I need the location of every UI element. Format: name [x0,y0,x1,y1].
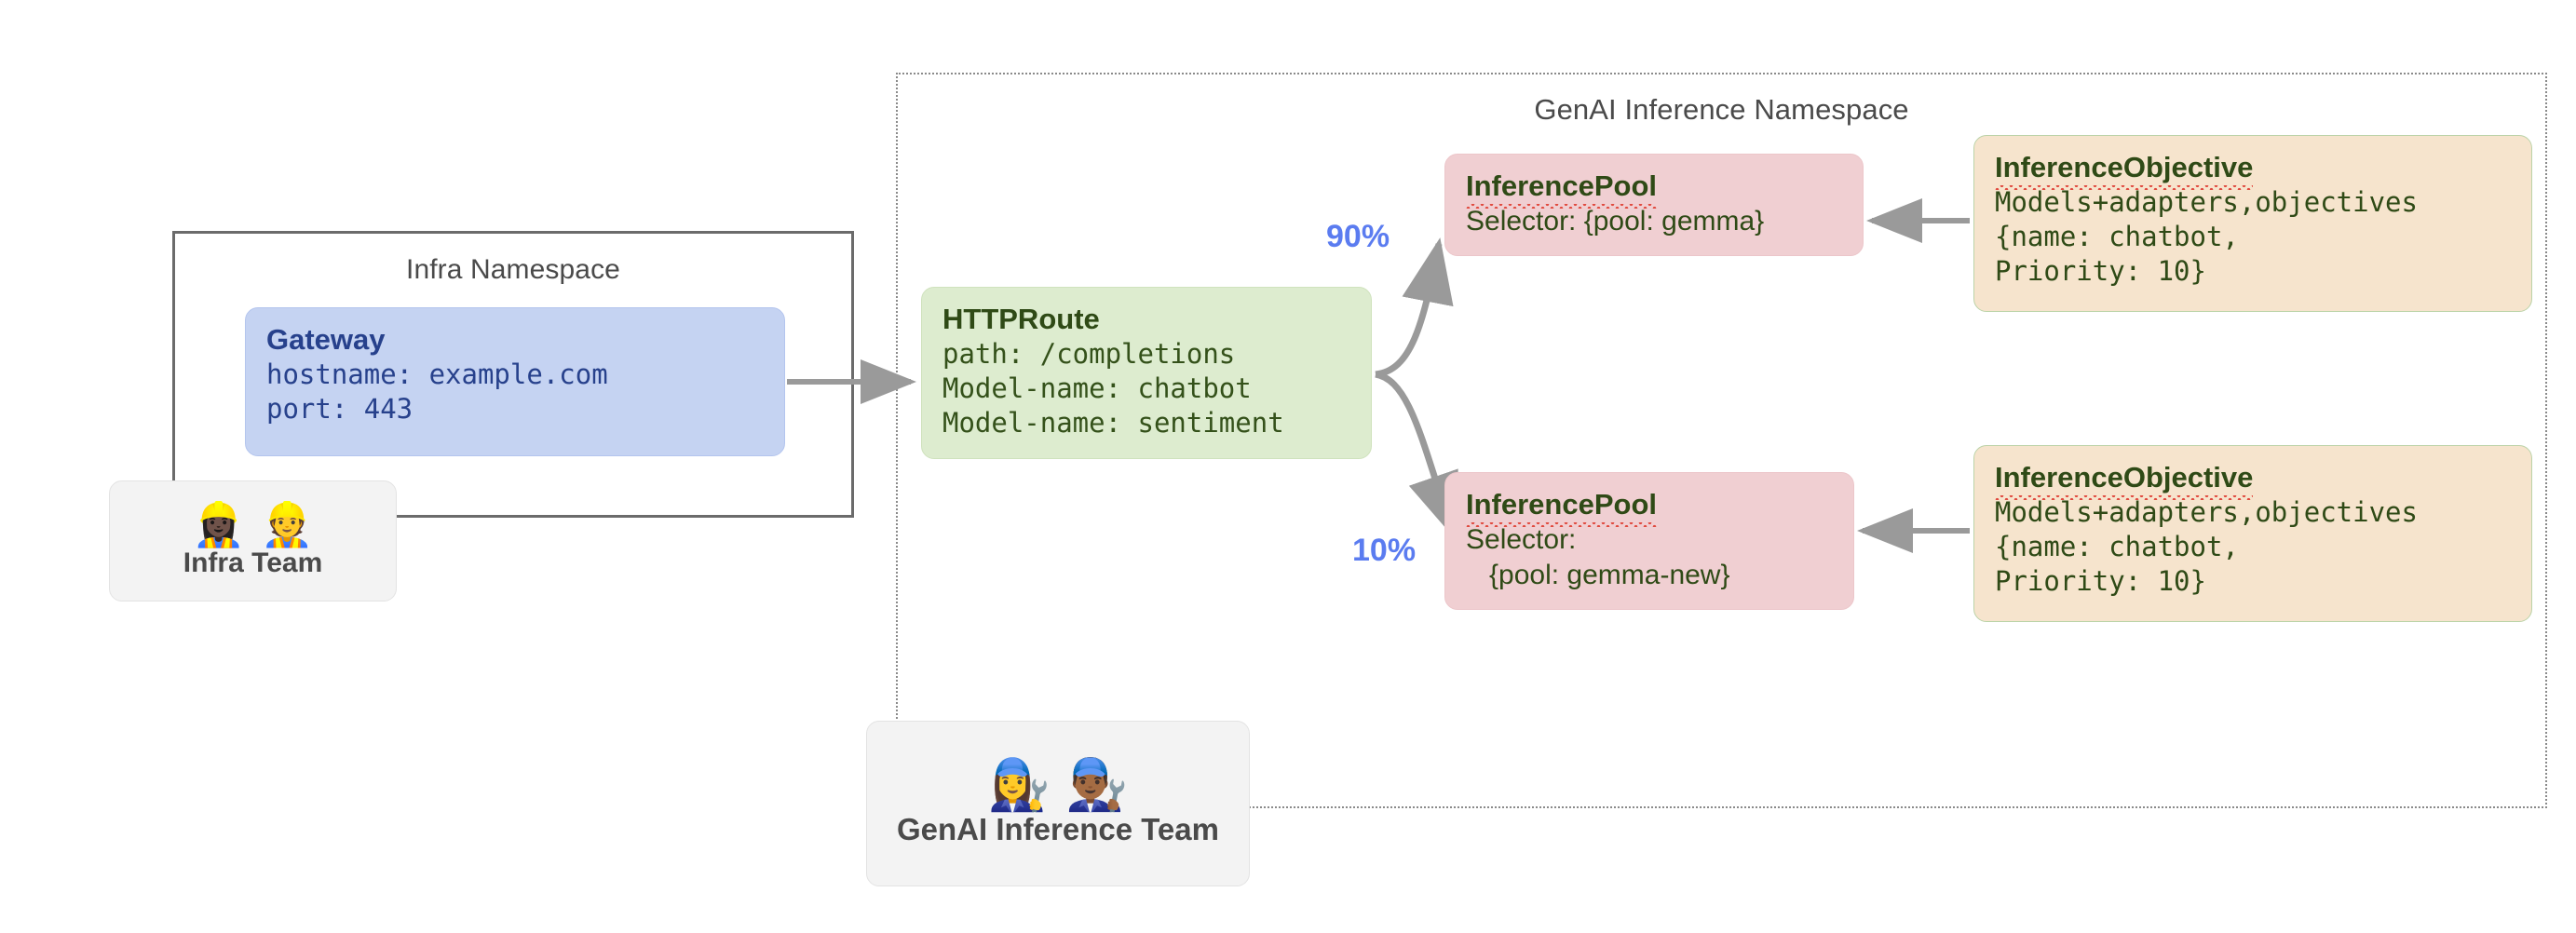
edge-label-90-percent: 90% [1326,219,1390,254]
node-inferencepool-gemma[interactable]: InferencePool Selector: {pool: gemma} [1444,154,1864,256]
namespace-infra: Infra Namespace [172,231,854,518]
httproute-model-name-chatbot: Model-name: chatbot [942,372,1252,405]
inferencepool-gemma-title: InferencePool [1466,168,1657,210]
inferencepool-gemma-new-title: InferencePool [1466,486,1657,528]
node-httproute[interactable]: HTTPRoute path: /completions Model-name:… [921,287,1372,459]
inferenceobjective-top-models: Models+adapters,objectives [1995,186,2418,219]
inferencepool-gemma-selector: Selector: {pool: gemma} [1466,206,1765,237]
httproute-path: path: /completions [942,338,1236,371]
infra-team-emoji-row: 👷🏿‍♀️👷 [177,503,329,546]
inferenceobjective-bottom-priority: Priority: 10} [1995,565,2206,598]
httproute-title: HTTPRoute [942,303,1100,335]
edge-label-10-percent: 10% [1352,533,1417,568]
inferenceobjective-top-name: {name: chatbot, [1995,221,2239,253]
genai-team-label: GenAI Inference Team [896,812,1219,846]
infra-team-label: Infra Team [183,548,323,578]
gateway-port: port: 443 [266,393,414,426]
namespace-genai-inference: GenAI Inference Namespace [896,73,2547,808]
construction-worker-icon: 👷🏿‍♀️ [192,500,261,548]
inferenceobjective-bottom-title: InferenceObjective [1995,459,2254,501]
node-inferencepool-gemma-new[interactable]: InferencePool Selector: {pool: gemma-new… [1444,472,1854,610]
inferenceobjective-top-priority: Priority: 10} [1995,255,2206,288]
node-gateway[interactable]: Gateway hostname: example.com port: 443 [245,307,785,456]
inferenceobjective-bottom-models: Models+adapters,objectives [1995,496,2418,529]
node-inferenceobjective-bottom[interactable]: InferenceObjective Models+adapters,objec… [1973,445,2532,622]
inferencepool-gemma-new-selector-label: Selector: [1466,524,1577,556]
gateway-hostname: hostname: example.com [266,358,608,391]
genai-team-emoji-row: 👩‍🔧👨🏾‍🔧 [973,760,1144,810]
mechanic-icon: 👩‍🔧 [987,757,1065,813]
namespace-genai-title: GenAI Inference Namespace [1534,93,1909,126]
gateway-title: Gateway [266,323,386,356]
construction-worker-icon-2: 👷 [260,500,329,548]
httproute-model-name-sentiment: Model-name: sentiment [942,407,1284,439]
mechanic-icon-2: 👨🏾‍🔧 [1065,757,1144,813]
inferencepool-gemma-new-selector-value: {pool: gemma-new} [1466,559,1730,590]
inferenceobjective-top-title: InferenceObjective [1995,149,2254,191]
node-inferenceobjective-top[interactable]: InferenceObjective Models+adapters,objec… [1973,135,2532,312]
badge-infra-team[interactable]: 👷🏿‍♀️👷 Infra Team [109,480,397,602]
namespace-infra-title: Infra Namespace [406,254,620,285]
inferenceobjective-bottom-name: {name: chatbot, [1995,531,2239,563]
badge-genai-inference-team[interactable]: 👩‍🔧👨🏾‍🔧 GenAI Inference Team [866,721,1250,886]
